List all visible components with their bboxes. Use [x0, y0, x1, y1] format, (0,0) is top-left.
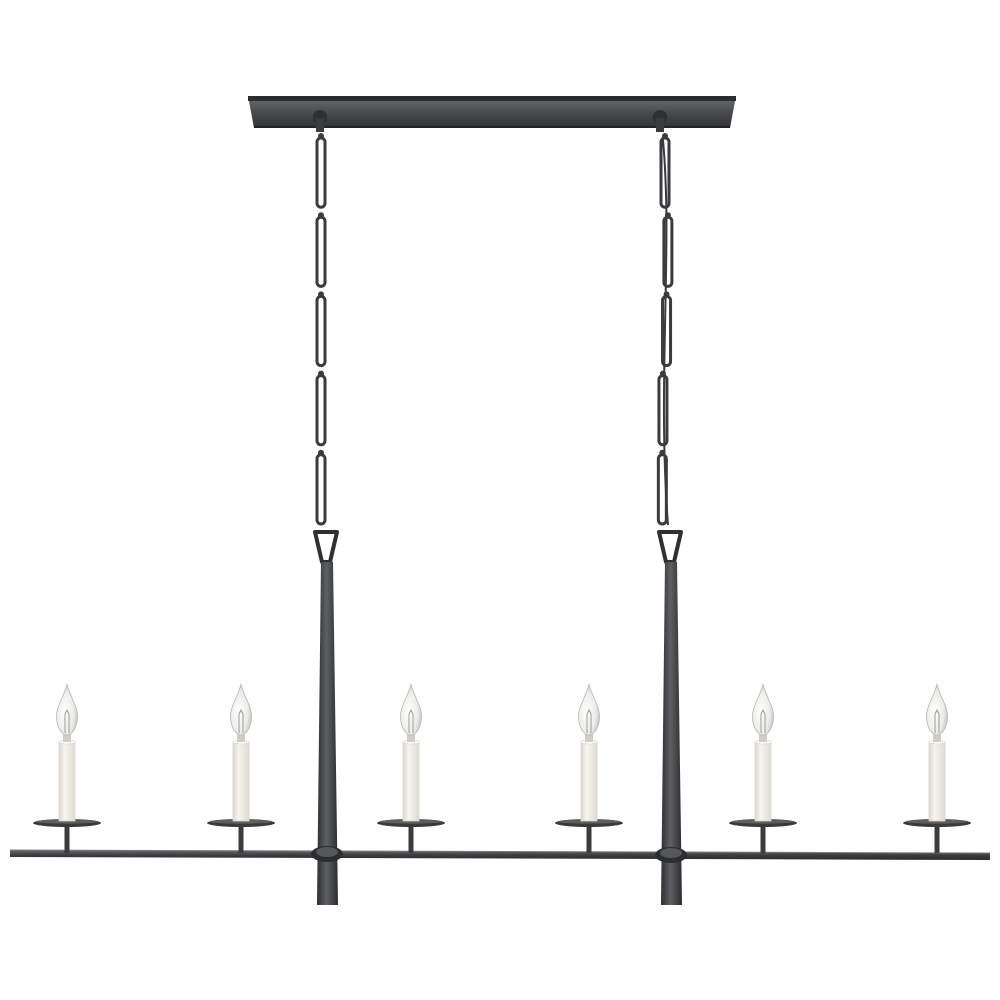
chain-right: [656, 133, 674, 526]
candle-post: [408, 826, 414, 853]
collar-left: [311, 846, 343, 862]
candle-post: [934, 826, 940, 853]
candle-light-5: [729, 683, 797, 853]
candle-light-3: [377, 683, 445, 853]
bulb-filament: [934, 708, 940, 733]
chain-link: [315, 453, 327, 526]
chain-link: [315, 136, 327, 209]
chain-connector: [662, 133, 668, 139]
chain-connector: [318, 212, 324, 219]
chain-connector: [318, 133, 324, 139]
chain-link: [657, 374, 669, 447]
candle-post: [64, 826, 70, 853]
candle-light-6: [903, 683, 971, 853]
bulb-base: [585, 734, 593, 742]
bulb-base: [63, 734, 71, 742]
candle-sleeve: [232, 741, 250, 822]
chain-connector: [318, 291, 324, 298]
bobeche-rim: [732, 819, 794, 824]
bulb-filament: [760, 708, 766, 733]
candle-sleeve: [580, 741, 598, 822]
stem-left: [317, 562, 338, 905]
chain-link: [315, 374, 327, 447]
stem-right: [661, 562, 682, 905]
candle-sleeve: [754, 741, 772, 822]
chain-link: [315, 294, 327, 368]
bulb-filament: [64, 708, 70, 733]
collar-right: [655, 847, 687, 863]
shackle-right: [657, 530, 683, 564]
ceiling-canopy: [248, 96, 736, 128]
bulb-base: [237, 734, 245, 742]
bulb-base: [407, 734, 415, 742]
bobeche-rim: [906, 819, 968, 824]
bulb-filament: [238, 708, 244, 733]
bulb-filament: [408, 708, 414, 733]
bulb-base: [933, 734, 941, 742]
chain-mount-left: [313, 110, 327, 132]
chain-twist: [662, 139, 669, 526]
bobeche-rim: [558, 819, 620, 824]
candle-light-1: [33, 683, 101, 853]
chain-left: [315, 133, 327, 526]
horizontal-arm: [9, 849, 991, 860]
chain-mount-right: [653, 110, 667, 132]
candle-light-2: [207, 683, 275, 853]
bobeche-rim: [210, 819, 272, 824]
shackle-left: [313, 530, 339, 564]
bulb-filament: [586, 708, 592, 733]
candles: [33, 683, 971, 853]
candle-post: [238, 826, 244, 853]
bobeche-rim: [36, 819, 98, 824]
candle-post: [586, 826, 592, 853]
chain-connector: [318, 449, 324, 456]
chain-link: [315, 215, 327, 288]
bulb-base: [759, 734, 767, 742]
candle-sleeve: [58, 741, 76, 822]
candle-sleeve: [402, 741, 420, 822]
bobeche-rim: [380, 819, 442, 824]
chain-connector: [318, 370, 324, 377]
candle-post: [760, 826, 766, 853]
candle-light-4: [555, 683, 623, 853]
candle-sleeve: [928, 741, 946, 822]
